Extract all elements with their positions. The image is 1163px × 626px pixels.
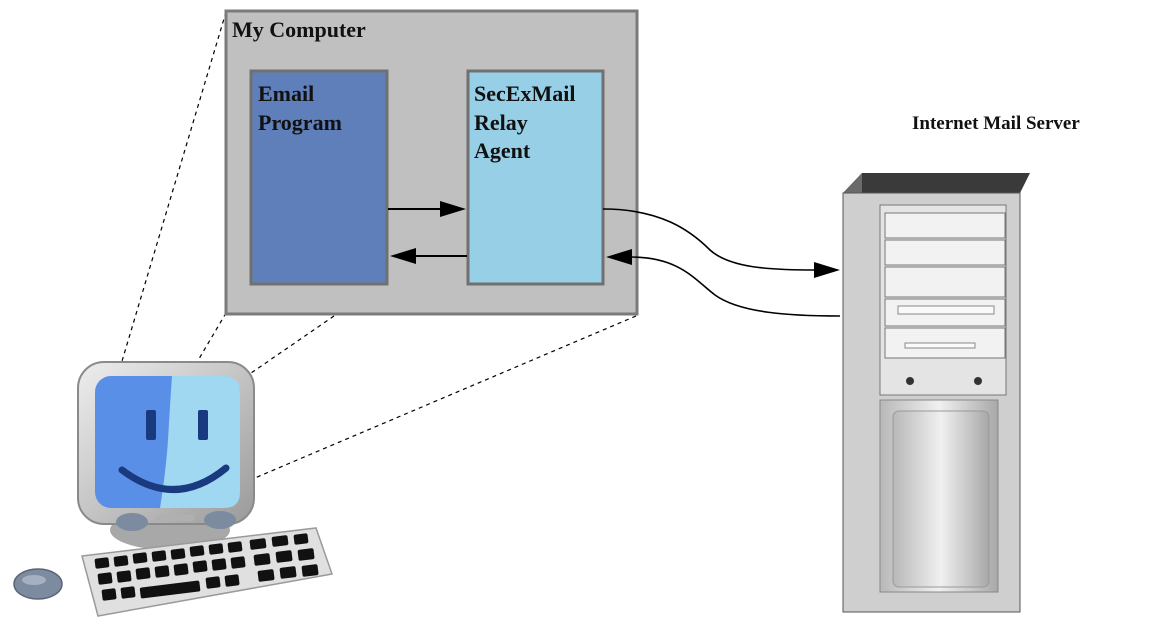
server-label: Internet Mail Server — [912, 113, 1080, 134]
email-program-box — [249, 69, 389, 286]
server-tower-icon — [842, 173, 1030, 613]
relay-agent-box — [466, 69, 605, 286]
mouse-icon — [13, 568, 63, 600]
keyboard-icon — [81, 527, 333, 617]
arrow-server-to-relay — [606, 249, 841, 317]
zoom-lines — [113, 11, 637, 504]
my-computer-title: My Computer — [232, 17, 366, 42]
email-program-label: Email Program — [258, 81, 342, 135]
computer-icon — [77, 361, 255, 550]
arrow-email-to-relay — [388, 201, 466, 217]
arrow-relay-to-email — [390, 248, 467, 264]
relay-agent-label: SecExMail Relay Agent — [474, 81, 576, 164]
arrow-relay-to-server — [602, 208, 840, 278]
